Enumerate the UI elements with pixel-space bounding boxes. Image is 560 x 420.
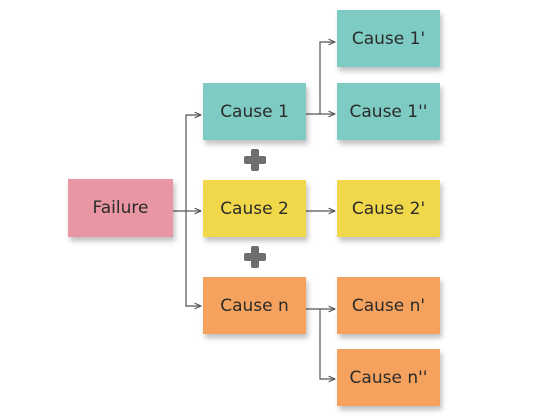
connector-failure-causen xyxy=(185,211,201,306)
cause-n-node[interactable]: Cause n xyxy=(203,277,306,334)
plus-icon xyxy=(244,149,266,171)
cause-1-double-prime-node[interactable]: Cause 1'' xyxy=(337,83,440,140)
connector-cause1-branch-a xyxy=(306,42,335,115)
cause-n-double-prime-node[interactable]: Cause n'' xyxy=(337,349,440,406)
cause-n-prime-node[interactable]: Cause n' xyxy=(337,277,440,334)
failure-node[interactable]: Failure xyxy=(68,179,173,237)
connector-failure-trunk xyxy=(173,115,201,212)
cause-2-node[interactable]: Cause 2 xyxy=(203,180,306,237)
cause-1-node[interactable]: Cause 1 xyxy=(203,83,306,140)
cause-2-prime-node[interactable]: Cause 2' xyxy=(337,180,440,237)
plus-icon xyxy=(244,246,266,268)
cause-1-prime-node[interactable]: Cause 1' xyxy=(337,10,440,67)
connector-causen-branch-b xyxy=(319,309,335,379)
